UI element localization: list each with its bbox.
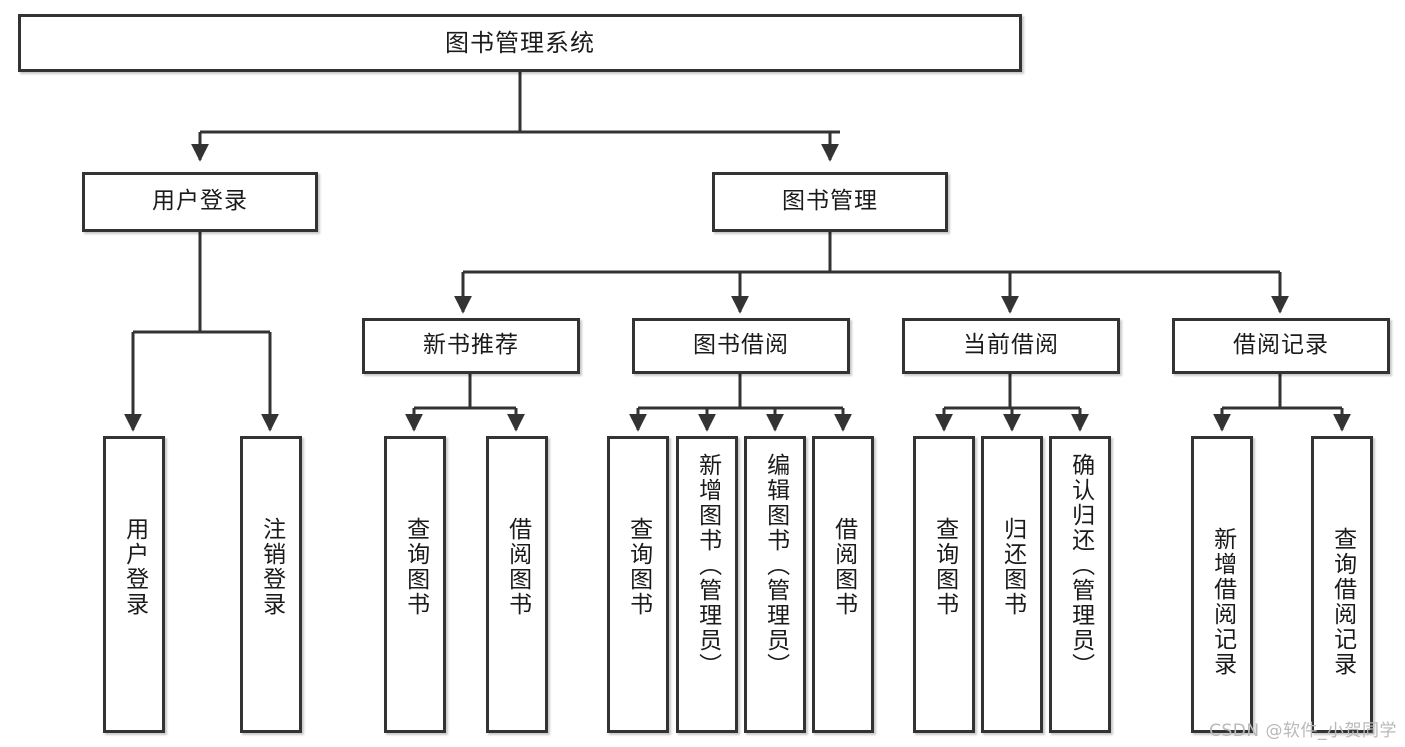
leaf-query-book-2[interactable]: 查询图书 (607, 436, 669, 733)
leaf-user-login[interactable]: 用户登录 (103, 436, 165, 733)
leaf-confirm-return[interactable]: 确认归还（管理员） (1049, 436, 1111, 733)
node-current-borrow[interactable]: 当前借阅 (902, 318, 1120, 374)
node-user-login-label: 用户登录 (152, 188, 248, 215)
node-book-manage-label: 图书管理 (782, 188, 878, 215)
node-borrow-record-label: 借阅记录 (1233, 332, 1329, 359)
leaf-query-book-3[interactable]: 查询图书 (913, 436, 975, 733)
leaf-edit-book-label: 编辑图书（管理员） (762, 453, 789, 678)
leaf-query-book-1[interactable]: 查询图书 (384, 436, 446, 733)
csdn-watermark: CSDN @软件_小贺同学 (1209, 721, 1397, 741)
leaf-query-record[interactable]: 查询借阅记录 (1311, 436, 1373, 733)
leaf-add-book[interactable]: 新增图书（管理员） (676, 436, 738, 733)
leaf-add-record[interactable]: 新增借阅记录 (1191, 436, 1253, 733)
leaf-query-book-2-label: 查询图书 (625, 517, 652, 617)
leaf-return-book-label: 归还图书 (999, 517, 1026, 617)
leaf-add-book-label: 新增图书（管理员） (694, 453, 721, 678)
node-new-book-recommend-label: 新书推荐 (423, 332, 519, 359)
leaf-query-book-3-label: 查询图书 (931, 517, 958, 617)
leaf-confirm-return-label: 确认归还（管理员） (1067, 453, 1094, 678)
node-borrow-record[interactable]: 借阅记录 (1172, 318, 1390, 374)
leaf-borrow-book-1[interactable]: 借阅图书 (486, 436, 548, 733)
leaf-borrow-book-1-label: 借阅图书 (504, 517, 531, 617)
node-current-borrow-label: 当前借阅 (963, 332, 1059, 359)
node-root-label: 图书管理系统 (445, 28, 595, 57)
node-book-borrow-label: 图书借阅 (693, 332, 789, 359)
leaf-query-record-label: 查询借阅记录 (1329, 527, 1356, 677)
leaf-logout[interactable]: 注销登录 (240, 436, 302, 733)
leaf-borrow-book-2-label: 借阅图书 (830, 517, 857, 617)
node-user-login[interactable]: 用户登录 (82, 172, 318, 232)
leaf-edit-book[interactable]: 编辑图书（管理员） (744, 436, 806, 733)
leaf-user-login-label: 用户登录 (121, 517, 148, 617)
leaf-logout-label: 注销登录 (258, 517, 285, 617)
node-book-manage[interactable]: 图书管理 (712, 172, 948, 232)
node-root[interactable]: 图书管理系统 (18, 14, 1022, 72)
leaf-borrow-book-2[interactable]: 借阅图书 (812, 436, 874, 733)
node-new-book-recommend[interactable]: 新书推荐 (362, 318, 580, 374)
node-book-borrow[interactable]: 图书借阅 (632, 318, 850, 374)
leaf-return-book[interactable]: 归还图书 (981, 436, 1043, 733)
leaf-add-record-label: 新增借阅记录 (1209, 527, 1236, 677)
leaf-query-book-1-label: 查询图书 (402, 517, 429, 617)
